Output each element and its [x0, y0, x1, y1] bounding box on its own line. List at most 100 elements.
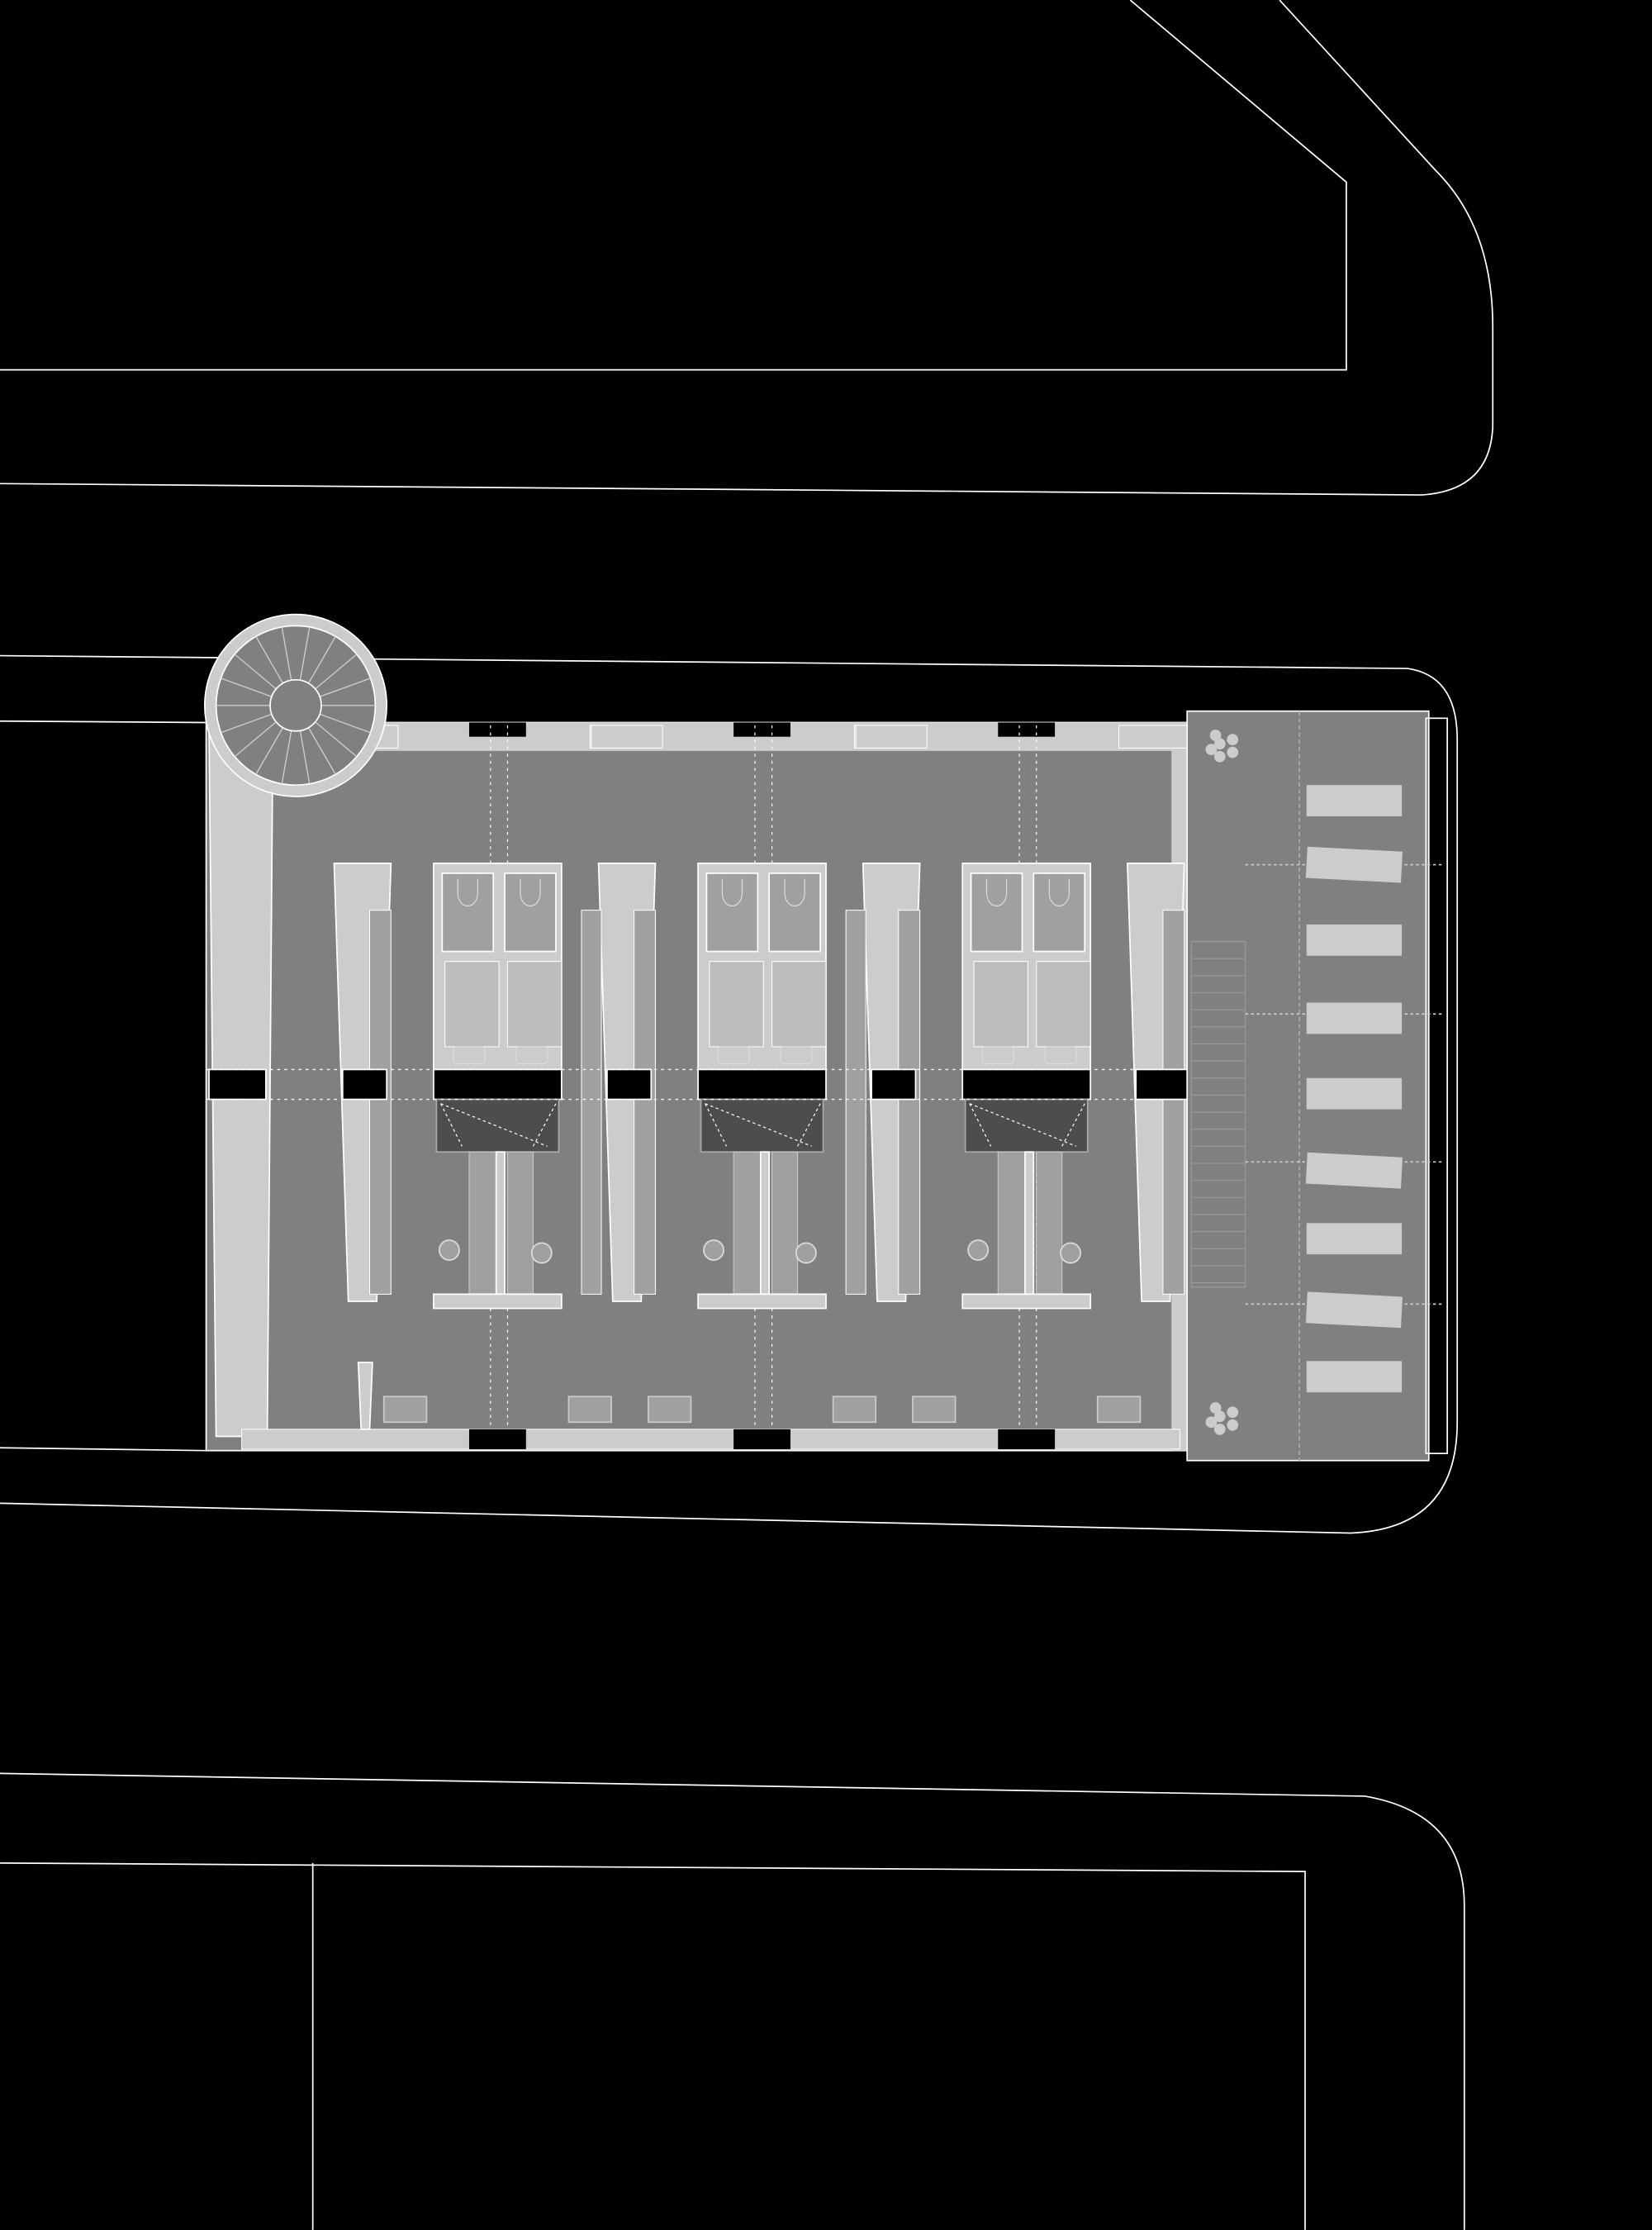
chair-icon [530, 1242, 553, 1264]
stair-tread [255, 727, 284, 775]
ramp-outline [1190, 940, 1246, 1288]
spiral-stair [203, 613, 388, 797]
north-street-curb [0, 0, 1494, 496]
shaft [700, 1098, 824, 1153]
bench [832, 1396, 877, 1424]
parking-bay [1305, 1152, 1403, 1189]
stair-tread [315, 721, 358, 758]
partition-base [961, 1293, 1091, 1310]
tree-icon [1209, 1402, 1222, 1414]
toilet-icon [1048, 878, 1070, 907]
stair-tread [234, 721, 277, 758]
facade-pier [998, 722, 1056, 737]
bench [567, 1396, 612, 1424]
stair-tread [307, 635, 336, 684]
pillow [515, 1046, 548, 1065]
window-bay [591, 725, 663, 749]
parking-bay [1306, 1223, 1403, 1255]
facade-pier [733, 1429, 790, 1449]
wardrobe [634, 910, 656, 1295]
partition [759, 1151, 771, 1296]
parking-bay [1306, 785, 1403, 817]
parking-bay [1306, 1077, 1403, 1110]
service-block [961, 1068, 1091, 1101]
pillow [453, 1046, 486, 1065]
toilet-icon [520, 878, 541, 907]
stair-tread [281, 730, 292, 784]
tree-icon [1213, 1423, 1226, 1435]
bathroom [504, 873, 557, 953]
facade-pier [468, 722, 526, 737]
entrance-wedge [357, 1362, 373, 1430]
street-lines [0, 0, 1494, 2230]
bathroom [768, 873, 821, 953]
bed [506, 961, 563, 1048]
bathroom [441, 873, 495, 953]
facade-pier [733, 722, 790, 737]
shaft-hatch [705, 1103, 821, 1147]
tree-icon [1213, 750, 1226, 763]
chair-icon [967, 1239, 990, 1261]
desk [1036, 1151, 1063, 1295]
tree-icon [1227, 1419, 1239, 1431]
wardrobe [898, 910, 921, 1295]
bed [973, 961, 1028, 1048]
tree-icon [1227, 1406, 1239, 1419]
stair-core [269, 678, 322, 732]
south-block-outline [0, 1862, 1306, 2230]
facade-pier [468, 1429, 526, 1449]
annex-ramp [1190, 940, 1246, 1288]
parking-bay [1306, 1002, 1403, 1034]
parking-bay [1306, 924, 1403, 956]
corridor-column [606, 1068, 653, 1101]
bed [1036, 961, 1091, 1048]
shaft [964, 1098, 1089, 1153]
corridor-column [341, 1068, 388, 1101]
stair-tread [221, 713, 273, 734]
parking-bay [1306, 1361, 1403, 1393]
stair-tread [221, 678, 273, 697]
stair-tread [307, 727, 336, 775]
stair-tread [299, 626, 311, 681]
bathroom [1032, 873, 1086, 953]
toilet-icon [985, 878, 1008, 907]
bed [709, 961, 764, 1048]
desk [771, 1151, 799, 1295]
stair-tread [234, 654, 277, 690]
window-bay [855, 725, 928, 749]
service-block [433, 1068, 563, 1101]
bench [912, 1396, 957, 1424]
shaft-hatch [969, 1103, 1085, 1147]
corridor-column [208, 1068, 267, 1101]
tree-icon [1227, 746, 1239, 758]
parking-annex [1186, 710, 1449, 1462]
tree-icon [1205, 1416, 1218, 1429]
window-bay [1118, 725, 1191, 749]
corridor-column [871, 1068, 917, 1101]
neighbor-line-bottom [0, 1447, 206, 1452]
site-curb [0, 654, 1459, 1534]
tree-icon [1209, 730, 1222, 741]
toilet-icon [457, 878, 478, 907]
desk [733, 1151, 766, 1295]
desk [506, 1151, 534, 1295]
partition [1024, 1151, 1035, 1296]
bench [1096, 1396, 1142, 1424]
bathroom [705, 873, 759, 953]
wardrobe [1162, 910, 1185, 1295]
pillow [1044, 1046, 1077, 1065]
stair-tread [319, 713, 371, 734]
chair-icon [438, 1239, 460, 1261]
service-block [697, 1068, 827, 1101]
pillow [780, 1046, 813, 1065]
toilet-icon [721, 878, 743, 907]
facade-pier [998, 1429, 1056, 1449]
shaft [435, 1098, 560, 1153]
south-street-curb [0, 1772, 1465, 2230]
bench [382, 1396, 428, 1424]
annex-edge [1425, 717, 1449, 1454]
bed [444, 961, 500, 1048]
chair-icon [703, 1239, 724, 1261]
wardrobe [845, 910, 866, 1295]
stair-tread [255, 635, 284, 684]
